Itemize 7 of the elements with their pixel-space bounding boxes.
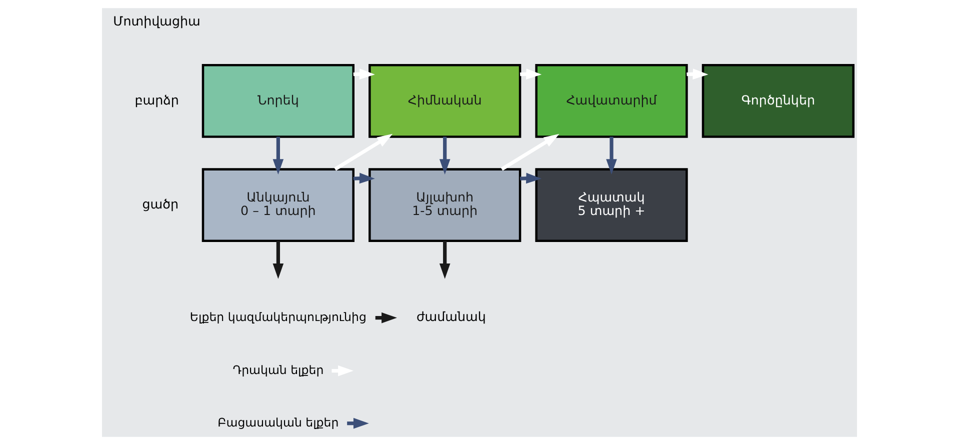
legend-label: Դրական ելքեր [232,362,324,377]
label: ժամանակ [416,309,486,324]
label: ցածր [142,196,179,212]
label: բարձր [134,92,179,108]
legend-label: Բացասական ելքեր [218,415,339,430]
legend-label: Ելքեր կազմակերպությունից [190,310,366,324]
label: Մոտիվացիա [113,13,200,28]
